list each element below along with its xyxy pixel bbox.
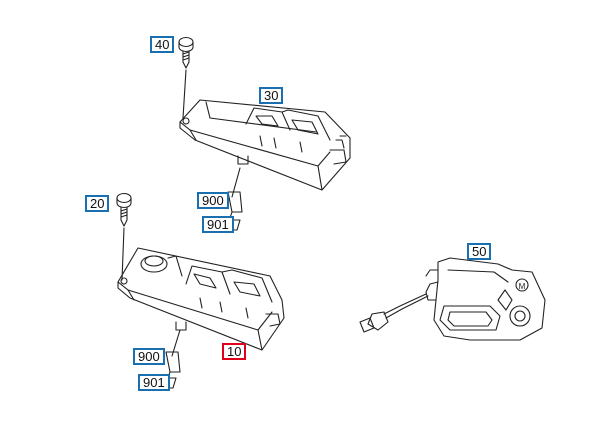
callout-901-upper[interactable]: 901: [202, 216, 234, 233]
callout-40[interactable]: 40: [150, 36, 175, 53]
screw-40-icon: [178, 36, 194, 69]
motor-symbol-icon: M: [519, 282, 526, 291]
callout-901-lower[interactable]: 901: [138, 374, 170, 391]
leader-line-20: [121, 227, 125, 281]
window-switch-unit-lower: [117, 247, 285, 351]
screw-20-icon: [116, 192, 132, 227]
leader-line-40: [182, 69, 187, 119]
callout-10[interactable]: 10: [222, 343, 247, 360]
wiring-connector-icon: [359, 293, 429, 333]
callout-900-upper[interactable]: 900: [197, 192, 229, 209]
callout-50[interactable]: 50: [467, 243, 492, 260]
clip-900-upper-icon: [227, 191, 243, 219]
window-switch-unit-upper: [179, 99, 351, 191]
callout-30[interactable]: 30: [259, 87, 284, 104]
callout-900-lower[interactable]: 900: [133, 348, 165, 365]
leader-line-900a: [231, 167, 241, 198]
seat-adjuster-switch: [425, 257, 546, 341]
callout-20[interactable]: 20: [85, 195, 110, 212]
